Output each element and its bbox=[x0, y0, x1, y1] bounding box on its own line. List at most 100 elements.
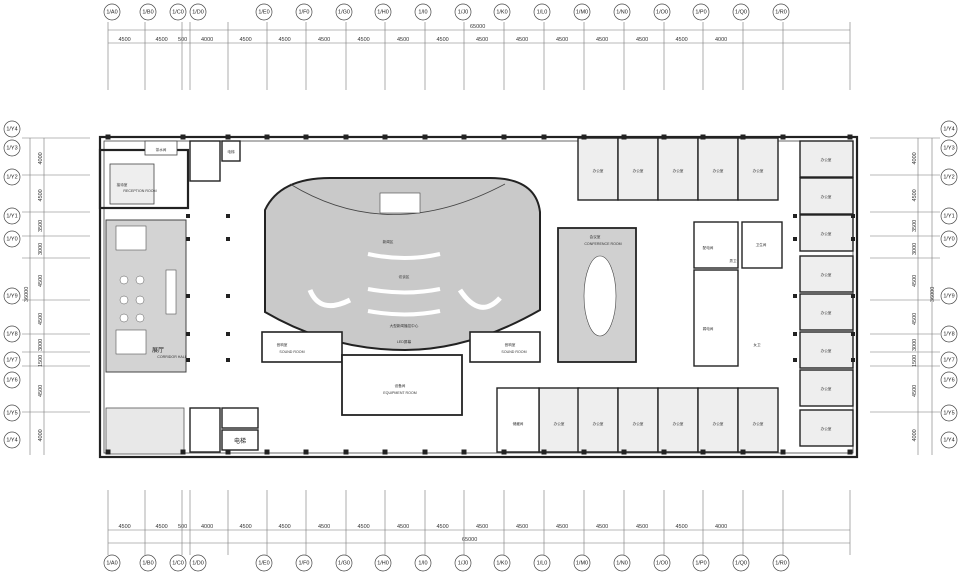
top-span-label: 4500 bbox=[556, 37, 568, 43]
tea-room-label: 茶水间 bbox=[156, 147, 167, 152]
office-label: 办公室 bbox=[821, 231, 832, 236]
grid-bubble-top: 1/J0 bbox=[458, 9, 468, 15]
office-label: 办公室 bbox=[673, 421, 684, 426]
washroom-label: 卫生间 bbox=[756, 242, 767, 247]
elevator-bottom-label: 电梯 bbox=[234, 437, 246, 445]
left-span-label: 4500 bbox=[38, 189, 44, 201]
office-label: 办公室 bbox=[593, 168, 604, 173]
grid-bubble-bottom: 1/E0 bbox=[258, 560, 269, 566]
right-dimension: 36000 bbox=[917, 138, 936, 455]
top-dimension-lines: 65000 bbox=[108, 24, 850, 44]
top-span-label: 4500 bbox=[476, 37, 488, 43]
grid-bubble-left: 1/Y3 bbox=[6, 145, 17, 151]
bottom-span-label: 4500 bbox=[397, 524, 409, 530]
right-span-label: 3000 bbox=[912, 339, 918, 351]
office-label: 办公室 bbox=[753, 168, 764, 173]
grid-bubble-bottom: 1/Q0 bbox=[735, 560, 747, 566]
grid-bubble-top: 1/H0 bbox=[377, 9, 389, 15]
office-label: 办公室 bbox=[633, 168, 644, 173]
grid-bubble-right: 1/Y5 bbox=[943, 410, 954, 416]
office-label: 办公室 bbox=[821, 272, 832, 277]
grid-bubble-top: 1/R0 bbox=[775, 9, 787, 15]
grid-bubble-left: 1/Y2 bbox=[6, 174, 17, 180]
grid-bubble-top: 1/O0 bbox=[656, 9, 668, 15]
grid-bubble-bottom: 1/H0 bbox=[377, 560, 389, 566]
left-span-label: 3000 bbox=[38, 339, 44, 351]
grid-bubble-bottom: 1/M0 bbox=[576, 560, 588, 566]
grid-bubble-right: 1/Y9 bbox=[943, 293, 954, 299]
conference-room: 会议室 CONFERENCE ROOM bbox=[557, 227, 637, 363]
grid-bubble-left: 1/Y0 bbox=[6, 236, 17, 242]
grid-bubble-left: 1/Y5 bbox=[6, 410, 17, 416]
grid-bubble-left: 1/Y4 bbox=[6, 437, 17, 443]
studio-zone-a-label: 新闻区 bbox=[383, 239, 394, 244]
top-span-label: 4000 bbox=[715, 37, 727, 43]
grid-bubble-top: 1/F0 bbox=[298, 9, 309, 15]
grid-bubble-right: 1/Y0 bbox=[943, 236, 954, 242]
elevator-top-label: 电梯 bbox=[227, 149, 235, 154]
left-span-label: 1500 bbox=[38, 355, 44, 367]
weak-elec-label: 弱电间 bbox=[703, 326, 714, 331]
pantry-label: 配电间 bbox=[703, 245, 714, 250]
grid-bubble-bottom: 1/N0 bbox=[616, 560, 628, 566]
grid-bubble-left: 1/Y7 bbox=[6, 357, 17, 363]
grid-bubble-bottom: 1/O0 bbox=[656, 560, 668, 566]
bottom-span-label: 4500 bbox=[119, 524, 131, 530]
structural-columns bbox=[105, 134, 855, 455]
grid-bubble-bottom: 1/B0 bbox=[142, 560, 153, 566]
grid-bubble-right: 1/Y3 bbox=[943, 145, 954, 151]
office-label: 办公室 bbox=[593, 421, 604, 426]
right-span-label: 4000 bbox=[912, 429, 918, 441]
storage-room: 储藏间 bbox=[496, 387, 540, 453]
grid-bubble-bottom: 1/L0 bbox=[537, 560, 548, 566]
grid-bubble-right: 1/Y2 bbox=[943, 174, 954, 180]
studio-zone-b-label: 访谈区 bbox=[399, 274, 410, 279]
bottom-span-label: 4500 bbox=[358, 524, 370, 530]
conference-room-label: 会议室 bbox=[590, 234, 601, 239]
bottom-span-label: 4500 bbox=[596, 524, 608, 530]
grid-bubble-bottom: 1/A0 bbox=[106, 560, 117, 566]
top-span-label: 4500 bbox=[279, 37, 291, 43]
bottom-span-label: 4500 bbox=[476, 524, 488, 530]
grid-bubble-left: 1/Y4 bbox=[6, 126, 17, 132]
bottom-span-label: 500 bbox=[178, 524, 187, 530]
corridor-hall-label-en: CORRIDOR HALL bbox=[157, 355, 187, 359]
office-label: 办公室 bbox=[713, 421, 724, 426]
studio-main-label: 大型新闻播控中心 bbox=[390, 323, 419, 328]
womens-label: 女卫 bbox=[753, 342, 761, 347]
bottom-span-label: 4500 bbox=[556, 524, 568, 530]
top-span-label: 4500 bbox=[358, 37, 370, 43]
grid-bubble-right: 1/Y6 bbox=[943, 377, 954, 383]
left-span-label: 3500 bbox=[38, 220, 44, 232]
reception-label-en: RECEPTION ROOM bbox=[123, 189, 156, 193]
grid-bubble-right: 1/Y1 bbox=[943, 213, 954, 219]
bottom-span-label: 4500 bbox=[156, 524, 168, 530]
grid-bubble-bottom: 1/I0 bbox=[418, 560, 427, 566]
grid-bubble-top: 1/L0 bbox=[537, 9, 548, 15]
left-wing: 接待室 RECEPTION ROOM 展厅 CORRIDOR HALL bbox=[98, 148, 190, 455]
grid-bubble-top: 1/D0 bbox=[192, 9, 204, 15]
right-span-label: 4500 bbox=[912, 313, 918, 325]
top-span-label: 4500 bbox=[437, 37, 449, 43]
right-span-label: 1500 bbox=[912, 355, 918, 367]
top-span-label: 4500 bbox=[119, 37, 131, 43]
right-span-label: 4000 bbox=[912, 152, 918, 164]
right-span-label: 3000 bbox=[912, 243, 918, 255]
office-label: 办公室 bbox=[554, 421, 565, 426]
grid-bubble-right: 1/Y7 bbox=[943, 357, 954, 363]
grid-bubble-top: 1/B0 bbox=[142, 9, 153, 15]
grid-bubble-top: 1/I0 bbox=[418, 9, 427, 15]
bottom-span-label: 4500 bbox=[636, 524, 648, 530]
reception-label: 接待室 bbox=[117, 182, 128, 187]
office-label: 办公室 bbox=[821, 426, 832, 431]
bottom-span-label: 4500 bbox=[516, 524, 528, 530]
grid-bubble-left: 1/Y1 bbox=[6, 213, 17, 219]
grid-bubble-top: 1/M0 bbox=[576, 9, 588, 15]
grid-bubble-top: 1/G0 bbox=[338, 9, 350, 15]
top-span-label: 4500 bbox=[596, 37, 608, 43]
grid-bubble-top: 1/A0 bbox=[106, 9, 117, 15]
right-grid-bubbles: 1/Y41/Y31/Y21/Y11/Y01/Y91/Y81/Y71/Y61/Y5… bbox=[940, 120, 958, 449]
